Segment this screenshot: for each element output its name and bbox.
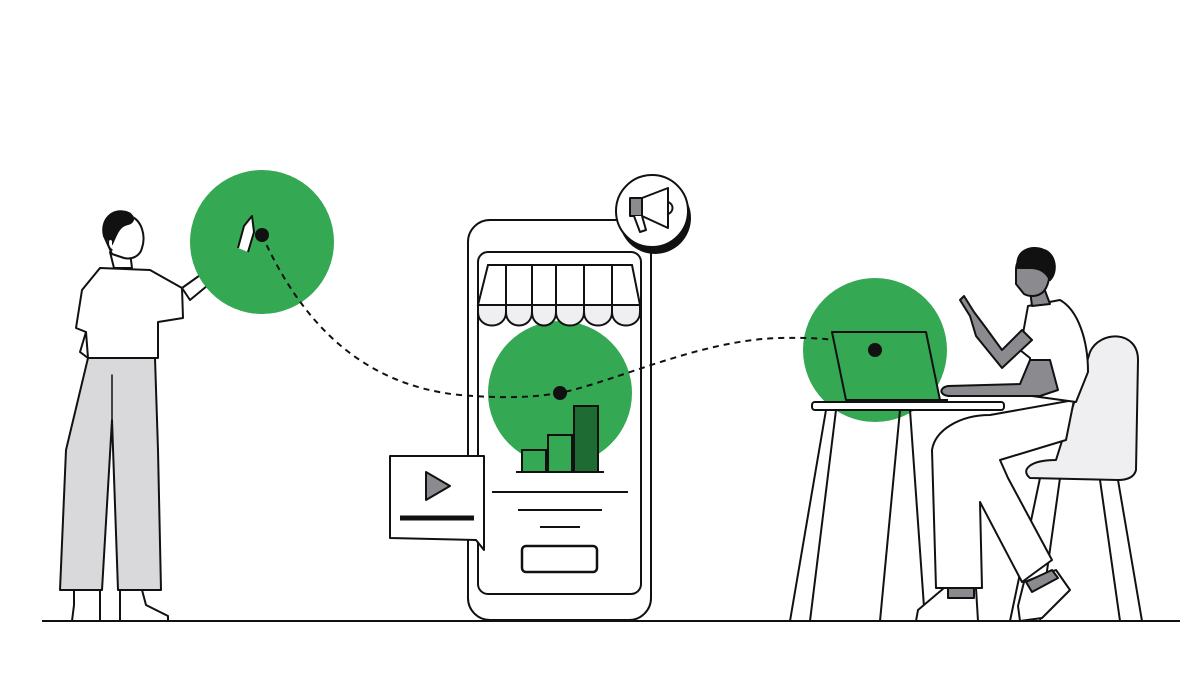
standing-person-right-shoe bbox=[119, 589, 169, 622]
desk bbox=[789, 401, 1005, 622]
seated-person-arm-raised bbox=[959, 295, 1033, 369]
standing-person bbox=[59, 210, 255, 622]
seated-person-hair bbox=[1016, 247, 1056, 281]
standing-person-shirt bbox=[75, 267, 184, 359]
phone-body bbox=[467, 219, 652, 621]
standing-person-left-shoe bbox=[71, 589, 101, 622]
phone-cta-button[interactable] bbox=[520, 544, 599, 574]
standing-person-trousers bbox=[59, 357, 162, 591]
chart-bar-1 bbox=[521, 449, 547, 473]
chart-bar-3 bbox=[573, 405, 599, 473]
smartphone bbox=[467, 219, 652, 621]
phone-screen bbox=[477, 251, 642, 595]
chair bbox=[1009, 335, 1143, 622]
seated-person bbox=[915, 247, 1089, 622]
seated-person-trousers bbox=[931, 399, 1075, 589]
journey-dot-center bbox=[553, 386, 567, 400]
play-icon[interactable] bbox=[425, 471, 451, 501]
storefront-awning-icon bbox=[476, 264, 642, 327]
megaphone-icon bbox=[629, 187, 674, 233]
bar-chart-icon bbox=[516, 405, 604, 473]
journey-dot-left bbox=[255, 228, 269, 242]
megaphone-badge bbox=[615, 174, 691, 254]
seated-person-arm-desk bbox=[940, 359, 1059, 397]
chart-bar-2 bbox=[547, 434, 573, 473]
laptop-icon[interactable] bbox=[831, 331, 948, 401]
video-card[interactable] bbox=[389, 455, 485, 551]
standing-person-hair bbox=[102, 210, 134, 245]
